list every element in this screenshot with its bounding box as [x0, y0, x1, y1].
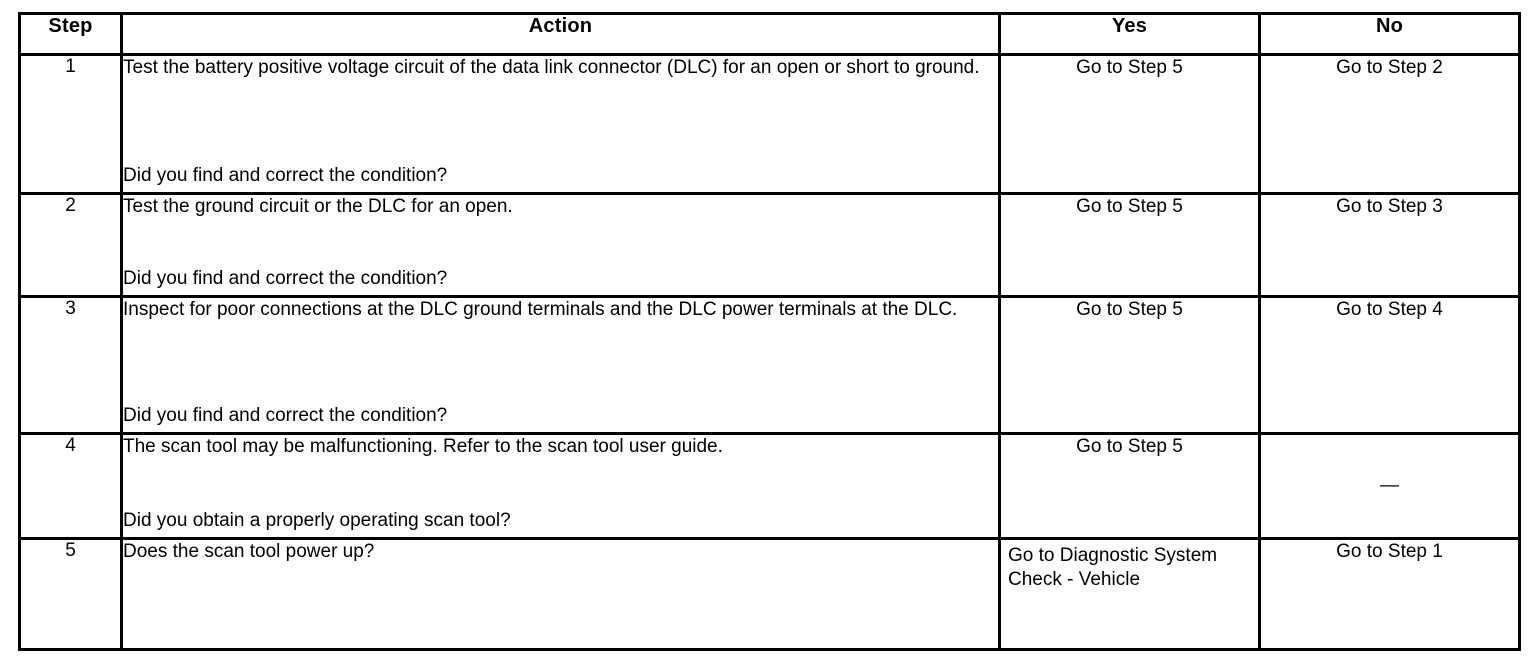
- yes-value: Go to Step 5: [1076, 196, 1183, 217]
- yes-value: Go to Step 5: [1076, 436, 1183, 457]
- action-spacer: [123, 322, 998, 405]
- column-header-yes: Yes: [998, 12, 1261, 56]
- no-cell: Go to Step 2: [1258, 53, 1521, 195]
- yes-value: Go to Step 5: [1076, 57, 1183, 78]
- step-number-cell: 2: [18, 192, 123, 298]
- no-cell: —: [1258, 432, 1521, 540]
- action-cell: Test the ground circuit or the DLC for a…: [120, 192, 1001, 298]
- column-header-no: No: [1258, 12, 1521, 56]
- yes-value: Go to Step 5: [1076, 299, 1183, 320]
- yes-cell: Go to Step 5: [998, 53, 1261, 195]
- action-question: Did you find and correct the condition?: [123, 165, 448, 187]
- yes-cell: Go to Step 5: [998, 295, 1261, 435]
- yes-cell: Go to Step 5: [998, 192, 1261, 298]
- action-statement: Test the ground circuit or the DLC for a…: [123, 196, 513, 217]
- header-row: Step Action Yes No: [18, 12, 1521, 56]
- no-value: Go to Step 3: [1336, 196, 1443, 217]
- action-statement: Inspect for poor connections at the DLC …: [123, 299, 958, 320]
- table-header: Step Action Yes No: [18, 12, 1521, 56]
- table-row: 1 Test the battery positive voltage circ…: [18, 53, 1521, 195]
- step-number-cell: 1: [18, 53, 123, 195]
- action-statement: Does the scan tool power up?: [123, 541, 375, 562]
- action-question: Did you find and correct the condition?: [123, 268, 448, 290]
- action-spacer: [123, 459, 998, 510]
- action-cell: The scan tool may be malfunctioning. Ref…: [120, 432, 1001, 540]
- no-value-dash: —: [1380, 475, 1399, 496]
- no-cell: Go to Step 3: [1258, 192, 1521, 298]
- column-header-step: Step: [18, 12, 123, 56]
- yes-cell: Go to Step 5: [998, 432, 1261, 540]
- step-number-cell: 5: [18, 537, 123, 651]
- no-value: Go to Step 2: [1336, 57, 1443, 78]
- action-question: Did you find and correct the condition?: [123, 405, 448, 427]
- table-body: 1 Test the battery positive voltage circ…: [18, 53, 1521, 651]
- action-question: [123, 644, 998, 648]
- column-header-action: Action: [120, 12, 1001, 56]
- no-cell: Go to Step 1: [1258, 537, 1521, 651]
- table-row: 5 Does the scan tool power up? Go to Dia…: [18, 537, 1521, 651]
- no-cell: Go to Step 4: [1258, 295, 1521, 435]
- step-number-cell: 3: [18, 295, 123, 435]
- diagnostic-step-table: Step Action Yes No 1 Test the battery po…: [18, 12, 1521, 651]
- action-cell: Does the scan tool power up?: [120, 537, 1001, 651]
- action-spacer: [123, 219, 998, 268]
- no-value: Go to Step 4: [1336, 299, 1443, 320]
- table-row: 2 Test the ground circuit or the DLC for…: [18, 192, 1521, 298]
- yes-value: Go to Diagnostic System Check - Vehicle: [1008, 545, 1218, 591]
- yes-cell: Go to Diagnostic System Check - Vehicle: [998, 537, 1261, 651]
- no-value: Go to Step 1: [1336, 541, 1443, 562]
- action-statement: The scan tool may be malfunctioning. Ref…: [123, 436, 723, 457]
- step-number-cell: 4: [18, 432, 123, 540]
- action-spacer: [123, 80, 998, 165]
- action-statement: Test the battery positive voltage circui…: [123, 57, 980, 78]
- table-row: 4 The scan tool may be malfunctioning. R…: [18, 432, 1521, 540]
- action-cell: Inspect for poor connections at the DLC …: [120, 295, 1001, 435]
- table-row: 3 Inspect for poor connections at the DL…: [18, 295, 1521, 435]
- action-spacer: [123, 564, 998, 644]
- action-question: Did you obtain a properly operating scan…: [123, 510, 511, 532]
- action-cell: Test the battery positive voltage circui…: [120, 53, 1001, 195]
